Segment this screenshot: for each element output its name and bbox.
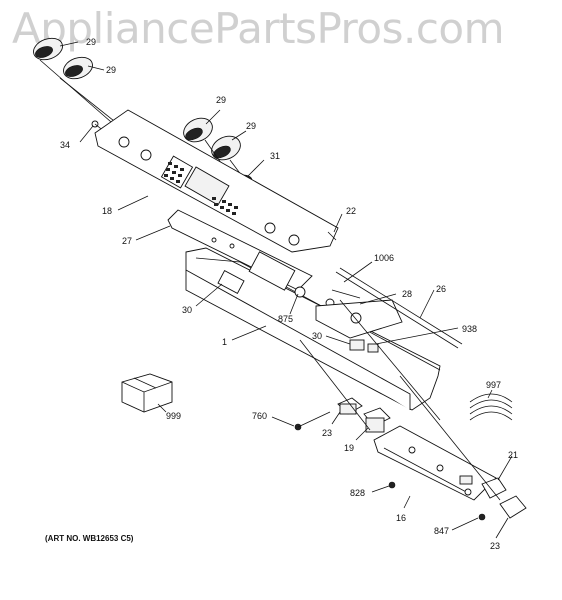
control-board bbox=[373, 425, 497, 501]
callout-19: 19 bbox=[344, 443, 354, 453]
knob-upper-left bbox=[33, 37, 63, 61]
knob-center-left bbox=[183, 117, 213, 143]
callout-27: 27 bbox=[122, 236, 132, 246]
callout-18: 18 bbox=[102, 206, 112, 216]
callout-1: 1 bbox=[222, 337, 227, 347]
relay-23-left bbox=[337, 397, 363, 415]
screw-847 bbox=[478, 513, 486, 521]
callout-847: 847 bbox=[434, 526, 449, 536]
watermark: AppliancePartsPros.com bbox=[12, 4, 505, 53]
callout-31: 31 bbox=[270, 151, 280, 161]
callout-26: 26 bbox=[436, 284, 446, 294]
callout-999: 999 bbox=[166, 411, 181, 421]
control-panel bbox=[94, 109, 339, 253]
callout-30-b: 30 bbox=[312, 331, 322, 341]
trim-strip bbox=[327, 231, 337, 241]
knob-upper-right bbox=[63, 56, 93, 80]
wire-harness bbox=[469, 393, 513, 421]
callout-1006: 1006 bbox=[374, 253, 394, 263]
callout-34: 34 bbox=[60, 140, 70, 150]
callout-828: 828 bbox=[350, 488, 365, 498]
callout-23-a: 23 bbox=[322, 428, 332, 438]
connector-21 bbox=[481, 477, 507, 499]
callout-29-a: 29 bbox=[86, 37, 96, 47]
console-housing bbox=[185, 247, 441, 411]
callout-29-c: 29 bbox=[216, 95, 226, 105]
callout-760: 760 bbox=[252, 411, 267, 421]
callout-875: 875 bbox=[278, 314, 293, 324]
callout-16: 16 bbox=[396, 513, 406, 523]
callout-30-a: 30 bbox=[182, 305, 192, 315]
screw-828 bbox=[388, 481, 396, 489]
screw-760 bbox=[294, 411, 331, 431]
knob-center-right bbox=[211, 135, 241, 161]
art-number: (ART NO. WB12653 C5) bbox=[45, 534, 134, 543]
callout-938: 938 bbox=[462, 324, 477, 334]
callout-29-b: 29 bbox=[106, 65, 116, 75]
callout-22: 22 bbox=[346, 206, 356, 216]
connector-23-right bbox=[499, 495, 527, 519]
callout-997: 997 bbox=[486, 380, 501, 390]
callout-28: 28 bbox=[402, 289, 412, 299]
parts-box bbox=[121, 373, 173, 413]
relay-19 bbox=[363, 407, 391, 433]
callout-23-b: 23 bbox=[490, 541, 500, 551]
callout-29-d: 29 bbox=[246, 121, 256, 131]
callout-21: 21 bbox=[508, 450, 518, 460]
